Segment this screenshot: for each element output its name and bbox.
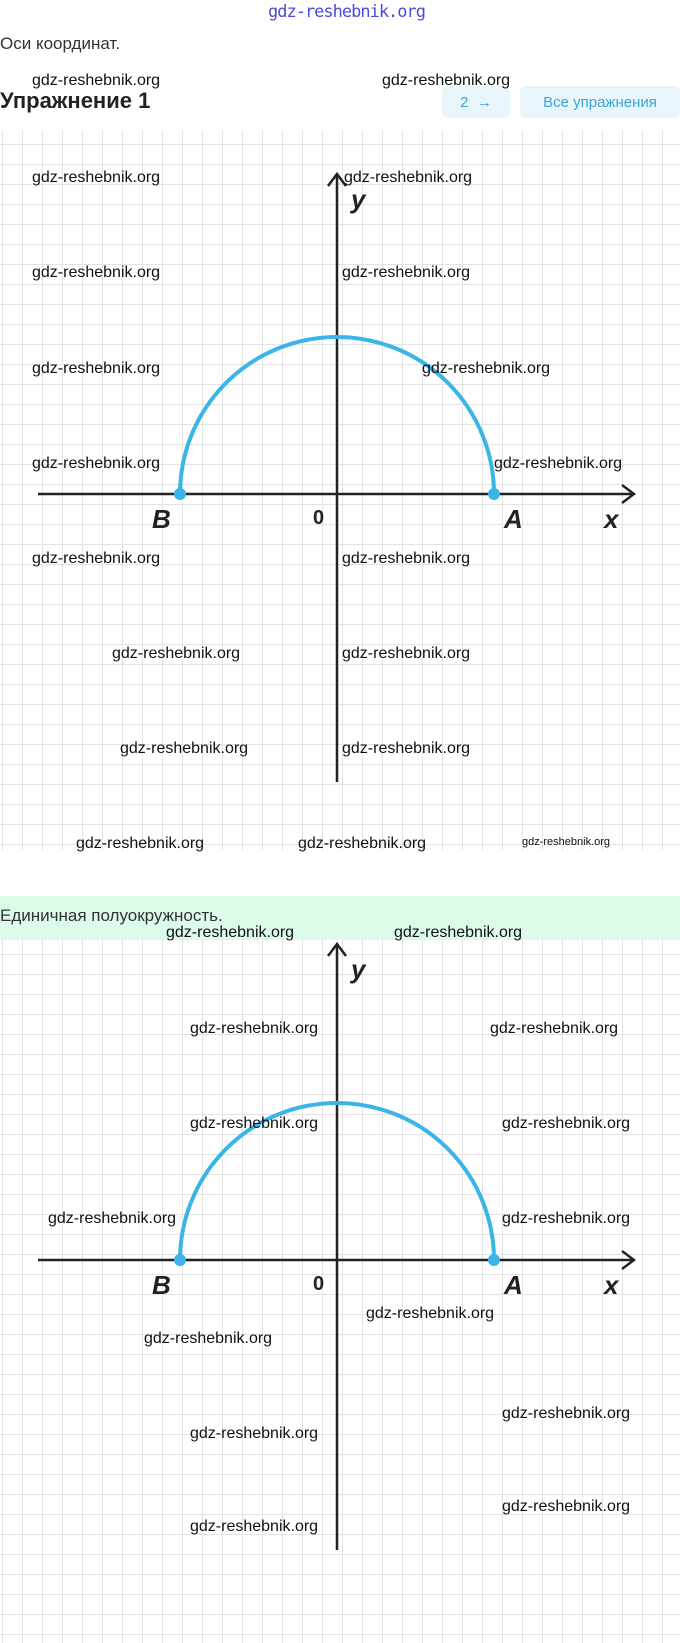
- watermark: gdz-reshebnik.org: [120, 740, 249, 757]
- watermark: gdz-reshebnik.org: [190, 1425, 319, 1442]
- arrow-right-icon: →: [476, 93, 492, 111]
- watermark: gdz-reshebnik.org: [32, 455, 161, 472]
- watermark: gdz-reshebnik.org: [76, 835, 205, 852]
- watermark-top: gdz-reshebnik.org: [268, 2, 426, 22]
- watermark: gdz-reshebnik.org: [502, 1210, 631, 1227]
- figure2-semicircle: y x B A 0: [38, 941, 637, 1550]
- x-axis-label: x: [602, 1270, 620, 1300]
- semicircle-arc: [178, 1101, 496, 1261]
- watermark: gdz-reshebnik.org: [32, 72, 161, 89]
- all-exercises-button[interactable]: Все упражнения: [520, 86, 680, 118]
- y-axis-arrow-icon: [327, 171, 347, 187]
- y-axis-arrow-icon: [327, 941, 347, 957]
- watermark: gdz-reshebnik.org: [382, 72, 511, 89]
- caption-semicircle: Единичная полуокружность.: [0, 906, 223, 925]
- watermark: gdz-reshebnik.org: [342, 645, 471, 662]
- next-exercise-number: 2: [460, 93, 469, 111]
- watermark: gdz-reshebnik.org: [190, 1518, 319, 1535]
- watermark: gdz-reshebnik.org: [32, 169, 161, 186]
- x-axis-arrow-icon: [621, 484, 637, 504]
- origin-label: 0: [313, 1273, 324, 1295]
- figure1-semicircle: y x B A 0: [38, 171, 637, 782]
- watermark: gdz-reshebnik.org: [342, 264, 471, 281]
- point-a-label: A: [503, 504, 523, 534]
- point-b-label: B: [152, 1270, 171, 1300]
- watermark: gdz-reshebnik.org: [32, 550, 161, 567]
- watermark: gdz-reshebnik.org: [298, 835, 427, 852]
- watermark: gdz-reshebnik.org: [190, 1020, 319, 1037]
- watermark: gdz-reshebnik.org: [190, 1115, 319, 1132]
- point-b: [174, 488, 186, 500]
- watermark: gdz-reshebnik.org: [366, 1305, 495, 1322]
- watermark: gdz-reshebnik.org: [344, 169, 473, 186]
- watermark: gdz-reshebnik.org: [166, 924, 295, 941]
- watermark: gdz-reshebnik.org: [502, 1115, 631, 1132]
- x-axis-label: x: [602, 504, 620, 534]
- watermark: gdz-reshebnik.org: [422, 360, 551, 377]
- semicircle-arc: [178, 335, 496, 495]
- figure2-grid: [0, 940, 680, 1643]
- watermark-small: gdz-reshebnik.org: [522, 836, 611, 848]
- x-axis-arrow-icon: [621, 1250, 637, 1270]
- watermark: gdz-reshebnik.org: [502, 1498, 631, 1515]
- exercise-title: Упражнение 1: [0, 88, 157, 114]
- watermark: gdz-reshebnik.org: [112, 645, 241, 662]
- watermark: gdz-reshebnik.org: [144, 1330, 273, 1347]
- point-b: [174, 1254, 186, 1266]
- point-a: [488, 1254, 500, 1266]
- caption2-banner: [0, 896, 680, 940]
- point-b-label: B: [152, 504, 171, 534]
- point-a: [488, 488, 500, 500]
- figure1-grid: [0, 130, 680, 850]
- watermark: gdz-reshebnik.org: [48, 1210, 177, 1227]
- watermark: gdz-reshebnik.org: [32, 360, 161, 377]
- watermark: gdz-reshebnik.org: [494, 455, 623, 472]
- watermark: gdz-reshebnik.org: [502, 1405, 631, 1422]
- watermark: gdz-reshebnik.org: [490, 1020, 619, 1037]
- caption-axes: Оси координат.: [0, 34, 121, 53]
- origin-label: 0: [313, 507, 324, 529]
- next-exercise-button[interactable]: 2 →: [442, 86, 510, 118]
- y-axis-label: y: [349, 184, 367, 214]
- watermark: gdz-reshebnik.org: [394, 924, 523, 941]
- watermark: gdz-reshebnik.org: [32, 264, 161, 281]
- point-a-label: A: [503, 1270, 523, 1300]
- watermark: gdz-reshebnik.org: [342, 550, 471, 567]
- watermark: gdz-reshebnik.org: [342, 740, 471, 757]
- y-axis-label: y: [349, 954, 367, 984]
